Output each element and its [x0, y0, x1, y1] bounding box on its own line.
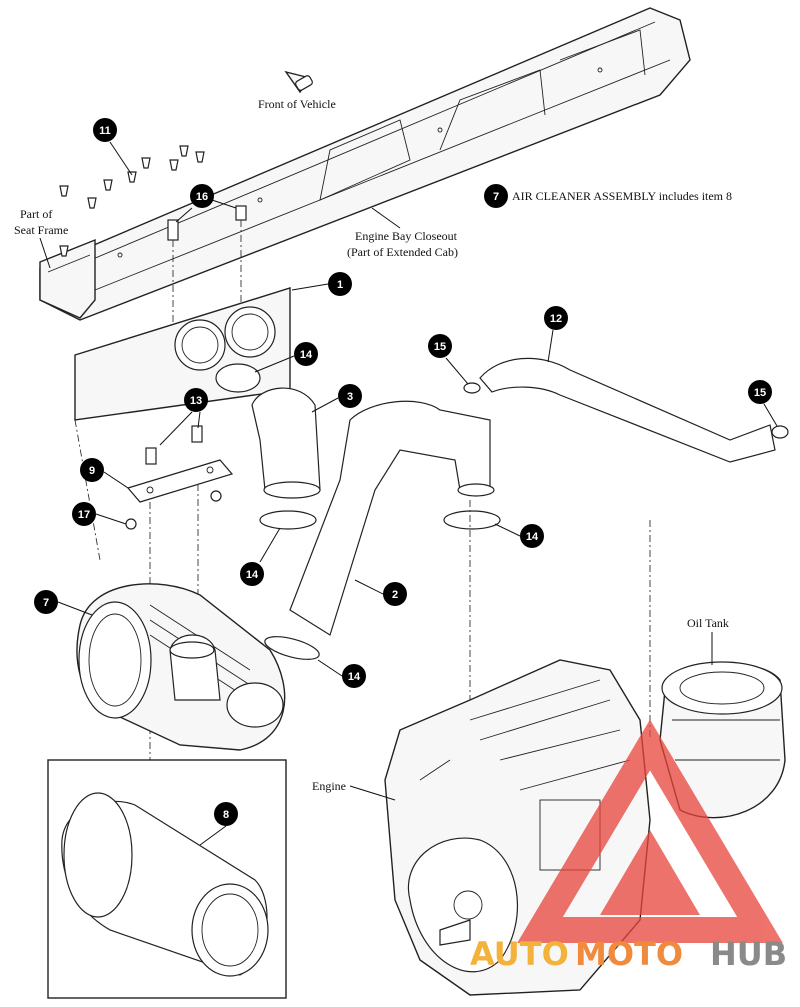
callout-7: 7	[34, 590, 93, 616]
svg-text:14: 14	[348, 671, 361, 683]
svg-text:11: 11	[99, 125, 111, 137]
engine	[384, 500, 651, 996]
callout-13: 13	[159, 388, 208, 446]
engine-bay-closeout-panel	[39, 7, 691, 321]
svg-text:2: 2	[392, 589, 398, 601]
svg-text:9: 9	[89, 465, 95, 477]
watermark-logo	[517, 719, 783, 943]
hose-item-3	[251, 387, 321, 499]
assembly-note-text: AIR CLEANER ASSEMBLY includes item 8	[512, 189, 732, 203]
callout-14-a: 14	[254, 342, 318, 373]
hose-clamps-item-15	[463, 382, 789, 439]
callout-2: 2	[354, 579, 407, 606]
engine-bay-closeout-label: Engine Bay Closeout	[355, 229, 458, 243]
callout-12: 12	[544, 306, 568, 363]
svg-text:13: 13	[190, 395, 202, 407]
filter-element-inset	[47, 759, 287, 999]
svg-text:7: 7	[43, 597, 49, 609]
watermark-hub: HUB	[710, 935, 787, 973]
svg-text:17: 17	[78, 509, 90, 521]
front-of-vehicle-label: Front of Vehicle	[258, 97, 336, 111]
oil-tank	[649, 520, 786, 819]
callout-3: 3	[311, 384, 362, 413]
seat-frame-label: Seat Frame	[14, 223, 68, 237]
assembly-note: 7 AIR CLEANER ASSEMBLY includes item 8	[484, 184, 732, 208]
watermark-auto: AUTO	[470, 935, 569, 973]
callout-9: 9	[80, 458, 129, 489]
air-cleaner-assembly	[76, 583, 286, 751]
svg-text:14: 14	[526, 531, 539, 543]
svg-text:12: 12	[550, 313, 562, 325]
callout-7-note: 7	[493, 191, 499, 203]
callout-16: 16	[175, 184, 237, 223]
callout-14-d: 14	[317, 659, 366, 688]
hose-item-2	[289, 400, 495, 636]
svg-text:15: 15	[434, 341, 446, 353]
callout-15-a: 15	[428, 334, 469, 385]
callout-14-b: 14	[240, 527, 281, 586]
hose-clamps-item-14	[215, 363, 501, 660]
svg-text:14: 14	[300, 349, 313, 361]
seat-frame-bracket	[39, 238, 96, 319]
svg-text:3: 3	[347, 391, 353, 403]
callout-11: 11	[93, 118, 133, 176]
callout-15-b: 15	[748, 380, 778, 427]
svg-text:16: 16	[196, 191, 208, 203]
part-of-label: Part of	[20, 207, 52, 221]
svg-text:15: 15	[754, 387, 766, 399]
extended-cab-label: (Part of Extended Cab)	[347, 245, 458, 259]
callout-17: 17	[72, 502, 127, 526]
svg-text:14: 14	[246, 569, 259, 581]
hose-item-12	[479, 357, 776, 463]
svg-text:1: 1	[337, 279, 343, 291]
push-pin-fasteners	[59, 145, 205, 257]
callout-8: 8	[199, 802, 238, 846]
watermark-text: AUTO MOTO HUB	[470, 935, 787, 973]
engine-label: Engine	[312, 779, 346, 793]
svg-text:8: 8	[223, 809, 229, 821]
callout-14-c: 14	[494, 523, 544, 548]
oil-tank-label: Oil Tank	[687, 616, 729, 630]
watermark-moto: MOTO	[575, 935, 683, 973]
callout-1: 1	[291, 272, 352, 296]
front-arrow-icon	[284, 70, 313, 94]
